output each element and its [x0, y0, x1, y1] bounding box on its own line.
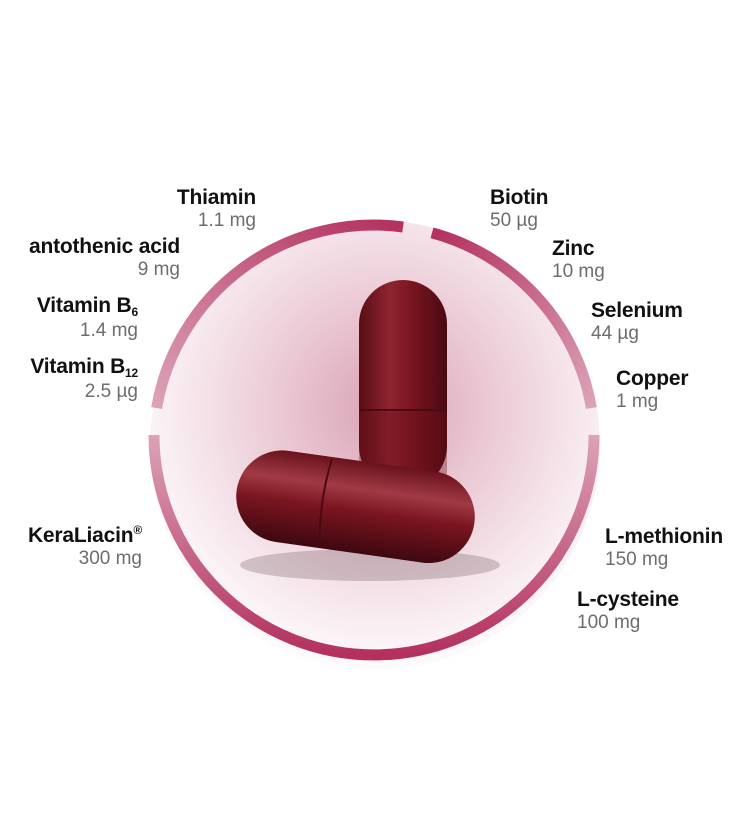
nutrient-name: KeraLiacin®	[27, 523, 142, 547]
nutrient-dose: 300 mg	[78, 548, 142, 569]
nutrient-dose: 9 mg	[137, 259, 180, 280]
nutrient-l-methionine: L-methionin 150 mg	[605, 526, 723, 569]
nutrient-dose: 44 µg	[591, 323, 639, 344]
nutrient-dose: 1.1 mg	[197, 210, 256, 231]
nutrient-zinc: Zinc 10 mg	[552, 238, 605, 281]
ring-arc-bottom	[148, 434, 600, 661]
capsule-icon	[359, 280, 447, 490]
ring-arc-top-right	[430, 227, 597, 409]
nutrient-dose: 150 mg	[605, 549, 669, 570]
nutrient-dose: 1.4 mg	[79, 320, 138, 341]
nutrient-dose: 1 mg	[616, 391, 659, 412]
nutrient-thiamin: Thiamin 1.1 mg	[177, 187, 256, 230]
ring-arc-top-left	[151, 219, 404, 409]
nutrient-copper: Copper 1 mg	[616, 367, 689, 412]
capsule-icon	[236, 450, 475, 564]
nutrient-pantothenic-acid: antothenic acid 9 mg	[29, 236, 180, 279]
nutrient-vitamin-b6: Vitamin B6 1.4 mg	[37, 295, 138, 340]
nutrient-dose: 100 mg	[577, 612, 641, 633]
nutrient-vitamin-b12: Vitamin B12 2.5 µg	[30, 356, 138, 401]
nutrient-name: L-cysteine	[577, 588, 679, 611]
nutrient-name: Zinc	[552, 237, 595, 260]
nutrient-name: Selenium	[591, 299, 683, 322]
nutrient-dose: 2.5 µg	[84, 381, 138, 402]
nutrient-dose: 50 µg	[490, 210, 538, 231]
nutrient-keraliacin: KeraLiacin® 300 mg	[28, 524, 142, 568]
nutrient-l-cysteine: L-cysteine 100 mg	[577, 589, 679, 632]
nutrient-biotin: Biotin 50 µg	[490, 187, 548, 230]
nutrient-name: antothenic acid	[28, 235, 180, 258]
nutrient-name: Thiamin	[176, 186, 256, 209]
nutrient-selenium: Selenium 44 µg	[591, 300, 683, 343]
nutrient-name: Copper	[616, 367, 689, 390]
nutrient-name: Biotin	[490, 186, 549, 209]
nutrient-name: L-methionin	[605, 525, 723, 548]
nutrient-name: Vitamin B12	[30, 355, 138, 380]
nutrient-name: Vitamin B6	[36, 294, 138, 319]
nutrient-dose: 10 mg	[552, 261, 605, 282]
